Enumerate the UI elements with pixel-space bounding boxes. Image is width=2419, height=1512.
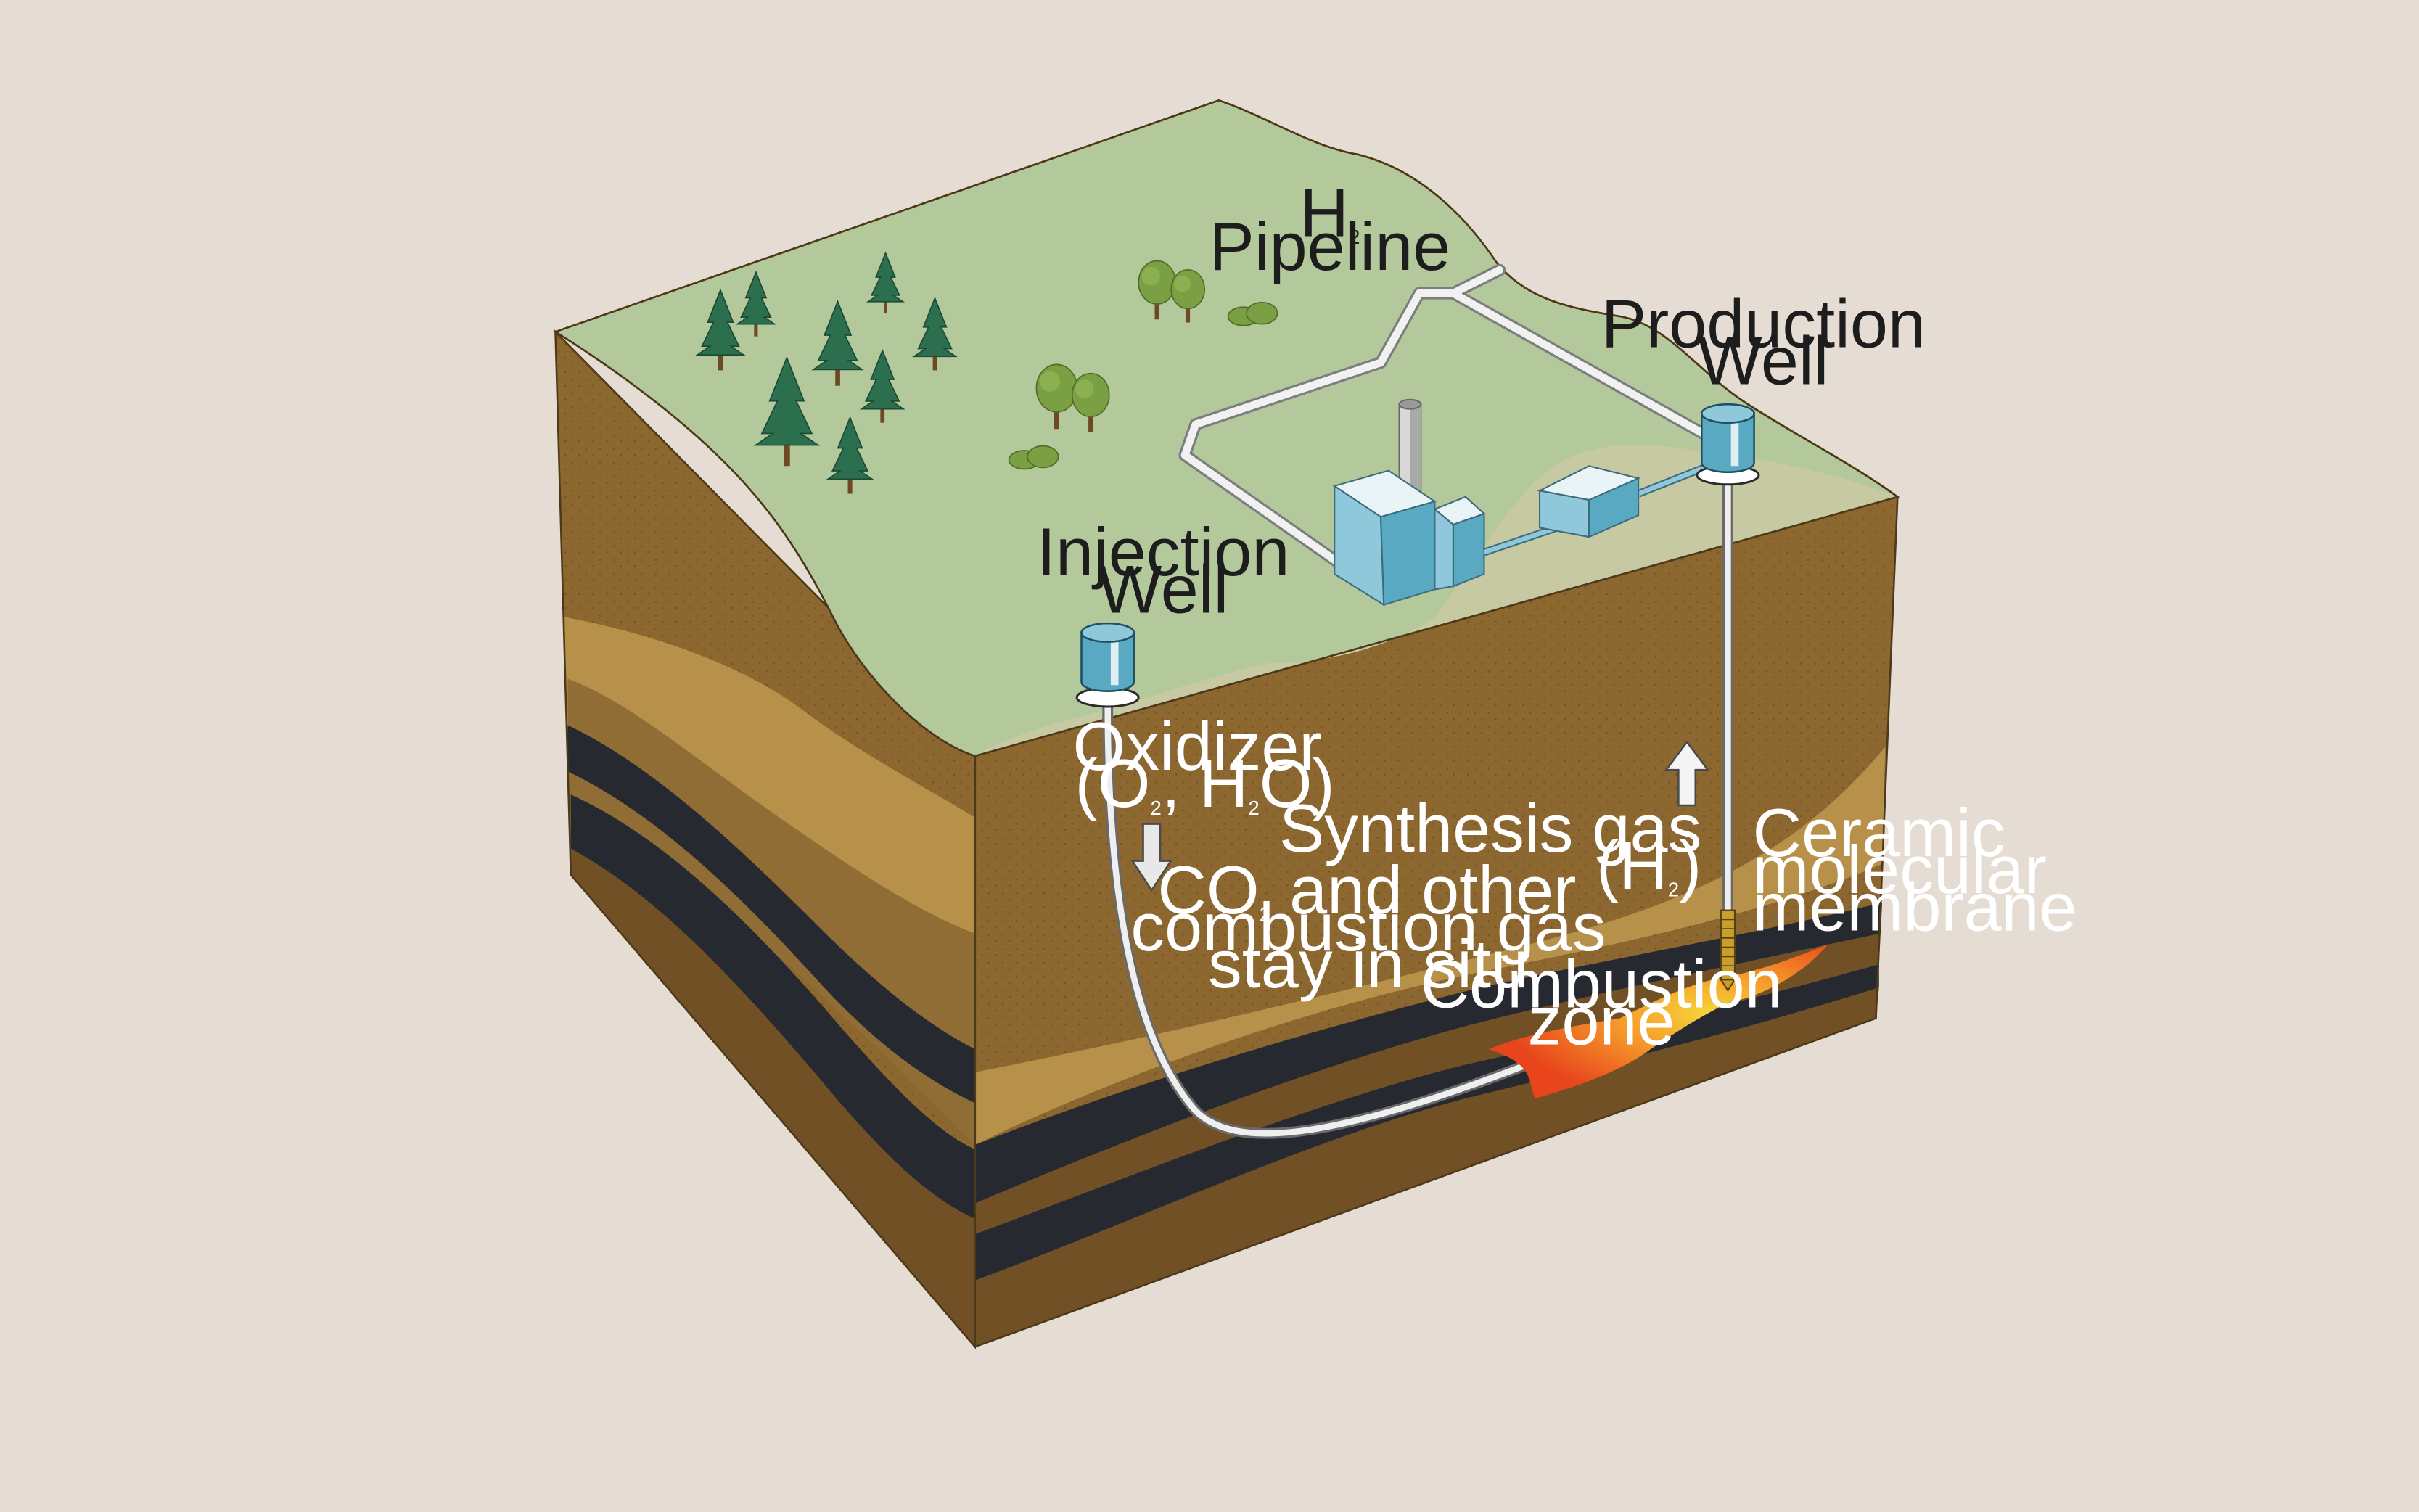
- svg-text:Production: Production: [1601, 286, 1926, 362]
- svg-text:CO2 and other: CO2 and other: [1157, 852, 1576, 928]
- right-tan-layer: [974, 747, 1886, 1145]
- svg-text:(O2, H2O): (O2, H2O): [1075, 745, 1335, 821]
- conifer-tree: [735, 270, 777, 337]
- ceramic-membrane-segment: [1719, 909, 1736, 993]
- injection-well-label: Injection Well: [1037, 514, 1289, 627]
- svg-text:molecular: molecular: [1752, 831, 2047, 908]
- conifer-tree: [695, 288, 746, 371]
- svg-text:combustion gas: combustion gas: [1130, 889, 1606, 965]
- co2-in-situ-label: CO2 and other combustion gas stay in sit…: [1130, 852, 1606, 1002]
- main-plant-building: [1332, 469, 1437, 607]
- left-coal-seam-1: [567, 725, 975, 1104]
- left-coal-seam-2: [570, 794, 975, 1219]
- injection-wellhead: [1075, 622, 1140, 708]
- conifer-tree: [826, 416, 874, 494]
- svg-text:zone: zone: [1528, 983, 1675, 1059]
- svg-text:Synthesis gas: Synthesis gas: [1279, 790, 1701, 866]
- svg-text:Oxidizer: Oxidizer: [1072, 708, 1321, 784]
- conifer-tree: [866, 251, 905, 313]
- arrow-down-icon: [1130, 823, 1173, 892]
- shrub: [1227, 302, 1278, 326]
- ceramic-membrane-label: Ceramic molecular membrane: [1752, 794, 2077, 945]
- conifer-tree-icon: [695, 251, 958, 494]
- conifer-tree: [912, 296, 958, 371]
- injection-well-pipe: [1102, 697, 1533, 1139]
- h2-pipeline-label: H2 Pipeline: [1209, 174, 1450, 284]
- svg-text:(H2): (H2): [1596, 827, 1701, 903]
- combustion-zone-label: Combustion zone: [1420, 946, 1782, 1059]
- right-soil-face: [974, 496, 1899, 1349]
- svg-text:Injection: Injection: [1037, 514, 1289, 590]
- deciduous-tree: [1170, 268, 1206, 323]
- ground-surface: [553, 99, 1900, 757]
- svg-text:Combustion: Combustion: [1420, 946, 1782, 1022]
- processing-plant: [1332, 398, 1707, 607]
- conifer-tree: [859, 348, 905, 423]
- svg-text:Well: Well: [1698, 323, 1828, 399]
- oxidizer-label: Oxidizer (O2, H2O): [1072, 708, 1334, 821]
- deciduous-tree: [1071, 372, 1110, 432]
- deciduous-tree: [1138, 260, 1177, 320]
- arrow-up-icon: [1664, 740, 1710, 807]
- shrub-icon: [1008, 302, 1278, 470]
- secondary-plant-building: [1433, 496, 1486, 591]
- production-well-label: Production Well: [1601, 286, 1926, 399]
- svg-text:Well: Well: [1098, 551, 1228, 627]
- pale-ground-patch: [974, 444, 1898, 756]
- left-soil-face: [554, 329, 977, 1349]
- synthesis-gas-label: Synthesis gas (H2): [1279, 790, 1701, 903]
- svg-text:Pipeline: Pipeline: [1209, 208, 1450, 284]
- right-bottom-layer: [974, 987, 1879, 1347]
- svg-text:H2: H2: [1299, 174, 1360, 250]
- deciduous-tree-icon: [1035, 260, 1206, 432]
- svg-text:stay in situ: stay in situ: [1208, 926, 1529, 1002]
- svg-text:Ceramic: Ceramic: [1752, 794, 2005, 871]
- conifer-tree: [753, 356, 821, 467]
- conifer-tree: [811, 300, 864, 386]
- production-well-pipe: [1719, 475, 1736, 993]
- combustion-zone-fire: [1488, 944, 1828, 1099]
- gas-separator-unit: [1537, 465, 1641, 538]
- shrub: [1008, 445, 1059, 470]
- left-bottom-layer: [570, 848, 975, 1347]
- right-coal-seam-1: [974, 902, 1883, 1204]
- deciduous-tree: [1035, 363, 1078, 430]
- production-wellhead: [1696, 403, 1760, 486]
- svg-text:membrane: membrane: [1752, 868, 2077, 945]
- h2-pipeline: [1178, 263, 1734, 570]
